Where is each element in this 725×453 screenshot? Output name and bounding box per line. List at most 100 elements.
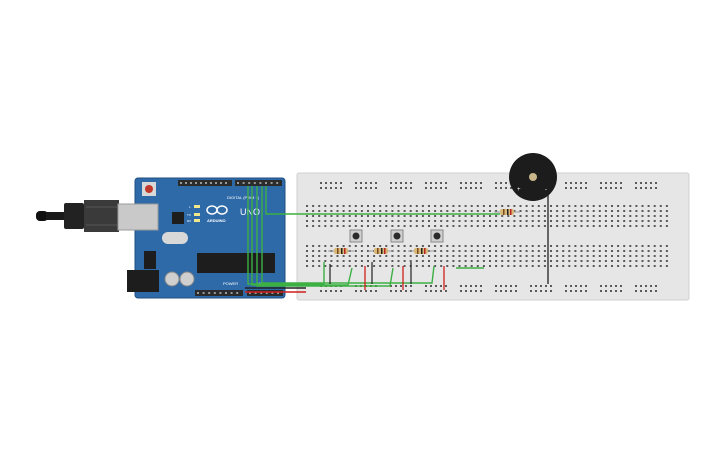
breadboard-hole xyxy=(354,225,357,227)
breadboard-hole xyxy=(537,250,540,252)
breadboard-hole xyxy=(641,245,644,247)
header-pin xyxy=(265,292,268,294)
header-pin xyxy=(276,182,279,184)
breadboard-hole xyxy=(568,250,571,252)
header-pin xyxy=(180,182,182,184)
breadboard-hole xyxy=(306,265,308,267)
breadboard-hole xyxy=(580,285,582,287)
breadboard-hole xyxy=(421,210,424,212)
breadboard-hole xyxy=(360,245,363,247)
breadboard-hole xyxy=(476,265,479,267)
wire-button-1-signal xyxy=(247,186,325,285)
breadboard-hole xyxy=(445,187,447,189)
breadboard-hole xyxy=(556,245,559,247)
breadboard-hole xyxy=(336,210,339,212)
digital-label: DIGITAL (PWM ~) xyxy=(227,195,260,200)
breadboard-hole xyxy=(623,205,626,207)
breadboard-hole xyxy=(409,215,412,217)
breadboard-hole xyxy=(440,215,443,217)
breadboard-hole xyxy=(537,220,540,222)
breadboard-hole xyxy=(360,255,363,257)
breadboard-hole xyxy=(629,260,632,262)
breadboard-hole xyxy=(342,225,345,227)
breadboard[interactable] xyxy=(296,172,690,301)
breadboard-hole xyxy=(342,220,345,222)
breadboard-hole xyxy=(653,210,656,212)
breadboard-hole xyxy=(647,265,650,267)
breadboard-hole xyxy=(434,260,437,262)
breadboard-hole xyxy=(482,210,485,212)
breadboard-hole xyxy=(324,215,327,217)
breadboard-hole xyxy=(391,265,394,267)
breadboard-hole xyxy=(635,205,638,207)
breadboard-hole xyxy=(647,225,650,227)
svg-text:L: L xyxy=(189,205,191,209)
breadboard-hole xyxy=(501,225,504,227)
breadboard-hole xyxy=(604,215,607,217)
breadboard-hole xyxy=(360,250,363,252)
breadboard-hole xyxy=(543,265,546,267)
header-pin xyxy=(277,292,279,294)
breadboard-hole xyxy=(620,285,622,287)
breadboard-hole xyxy=(535,285,537,287)
breadboard-hole xyxy=(318,250,321,252)
resistors[interactable] xyxy=(328,209,520,254)
breadboard-hole xyxy=(556,205,559,207)
breadboard-hole xyxy=(452,260,455,262)
breadboard-hole xyxy=(629,225,632,227)
breadboard-hole xyxy=(604,245,607,247)
breadboard-hole xyxy=(360,210,363,212)
breadboard-hole xyxy=(415,215,418,217)
breadboard-hole xyxy=(565,285,567,287)
breadboard-hole xyxy=(489,215,491,217)
breadboard-hole xyxy=(537,225,540,227)
breadboard-hole xyxy=(435,290,437,292)
breadboard-hole xyxy=(342,215,345,217)
reset-button-cap[interactable] xyxy=(145,185,153,193)
breadboard-hole xyxy=(397,215,400,217)
breadboard-hole xyxy=(306,205,308,207)
breadboard-hole xyxy=(598,220,601,222)
breadboard-hole xyxy=(482,205,485,207)
breadboard-hole xyxy=(507,255,510,257)
breadboard-hole xyxy=(641,255,644,257)
breadboard-hole xyxy=(434,255,437,257)
breadboard-hole xyxy=(440,187,442,189)
breadboard-hole xyxy=(324,255,327,257)
breadboard-hole xyxy=(665,220,668,222)
breadboard-hole xyxy=(531,220,534,222)
breadboard-hole xyxy=(324,265,327,267)
breadboard-hole xyxy=(464,220,467,222)
header-pin xyxy=(237,182,239,184)
arduino-uno-board[interactable]: DIGITAL (PWM ~) POWER ANALOG IN ARDUINO … xyxy=(117,177,286,299)
breadboard-hole xyxy=(647,255,650,257)
breadboard-hole xyxy=(365,187,367,189)
breadboard-hole xyxy=(324,220,327,222)
breadboard-hole xyxy=(623,265,626,267)
header-pin xyxy=(185,182,187,184)
breadboard-hole xyxy=(312,245,315,247)
breadboard-hole xyxy=(435,187,437,189)
power-header xyxy=(195,290,243,296)
breadboard-hole xyxy=(570,187,572,189)
breadboard-hole xyxy=(604,260,607,262)
pushbuttons[interactable] xyxy=(349,229,444,243)
breadboard-hole xyxy=(575,187,577,189)
wires[interactable] xyxy=(245,186,549,293)
breadboard-hole xyxy=(604,210,607,212)
breadboard-hole xyxy=(312,265,315,267)
breadboard-hole xyxy=(598,205,601,207)
breadboard-hole xyxy=(476,205,479,207)
breadboard-hole xyxy=(348,220,351,222)
breadboard-hole xyxy=(336,205,339,207)
breadboard-hole xyxy=(360,220,363,222)
breadboard-hole xyxy=(458,215,461,217)
breadboard-hole xyxy=(531,245,534,247)
piezo-buzzer[interactable]: + - xyxy=(509,153,557,201)
breadboard-hole xyxy=(452,250,455,252)
breadboard-hole xyxy=(446,255,449,257)
breadboard-hole xyxy=(354,215,357,217)
breadboard-hole xyxy=(650,285,652,287)
logo-text: ARDUINO xyxy=(207,218,226,223)
header-pin xyxy=(248,182,251,184)
